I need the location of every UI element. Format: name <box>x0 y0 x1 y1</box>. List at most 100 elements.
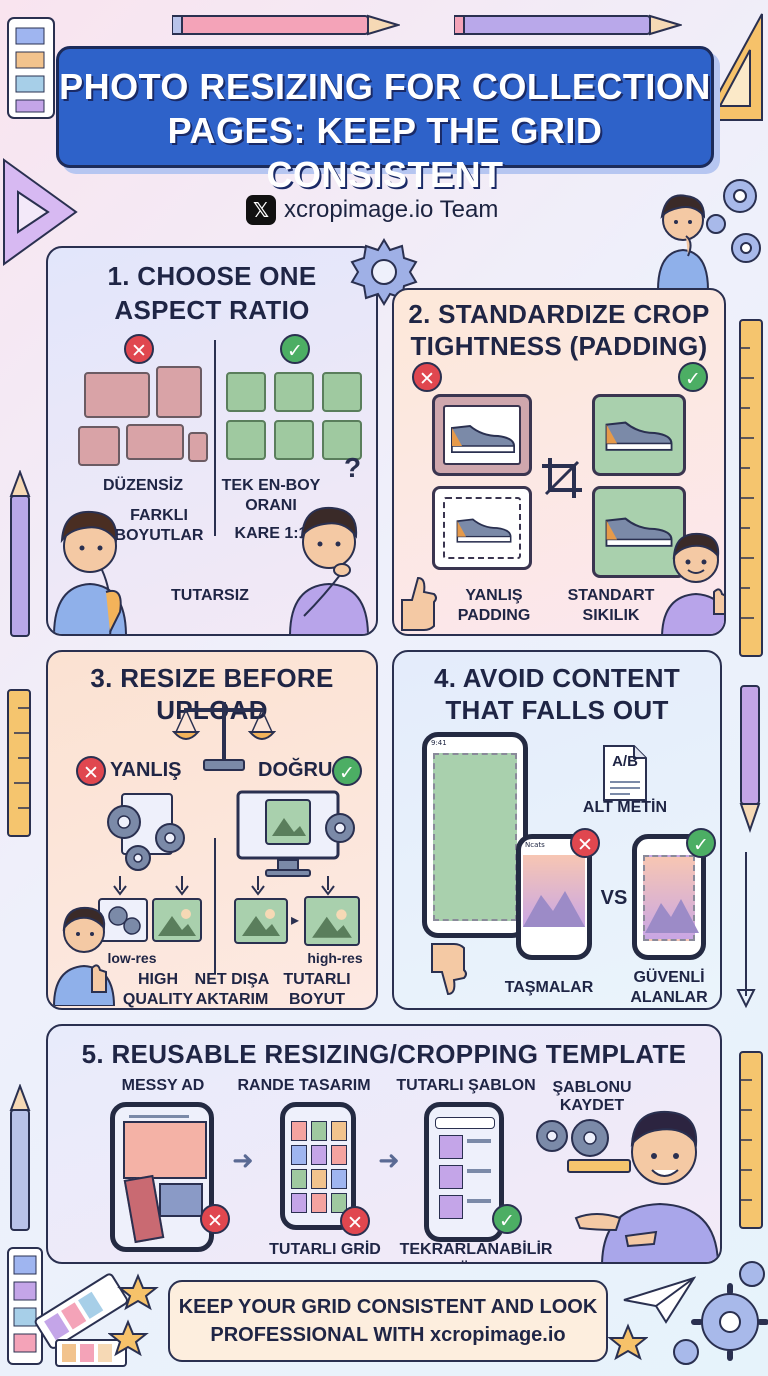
image-icon <box>312 909 352 938</box>
footer-banner: KEEP YOUR GRID CONSISTENT AND LOOK PROFE… <box>168 1280 608 1362</box>
panel-1-divider <box>214 340 216 536</box>
label-alt-metin: ALT METİN <box>582 799 668 816</box>
gear-icon <box>350 238 418 306</box>
arrows-down-icon <box>113 876 189 896</box>
label-tutarli: TUTARLI <box>283 971 351 988</box>
phone-mockup-safe <box>632 834 706 960</box>
label-farkli: FARKLI <box>130 507 188 524</box>
shoe-icon <box>456 518 512 543</box>
thinking-man-icon <box>52 906 116 1006</box>
decor-pencil-top-right-icon <box>454 14 682 36</box>
panel-crop-tightness: 2. STANDARDIZE CROP TIGHTNESS (PADDING) … <box>392 288 726 636</box>
decor-color-swatches-icon <box>7 17 55 119</box>
label-tekrarlanabilir-surec: TEKRARLANABİLİR SÜREÇ <box>399 1241 553 1262</box>
thinking-man-right-icon <box>289 506 369 634</box>
page-title-line-2: PAGES: KEEP THE GRID CONSISTENT <box>167 110 603 195</box>
decor-stars-right-icon <box>608 1323 648 1361</box>
wrong-x-icon: ✕ <box>340 1206 370 1236</box>
label-rande-tasarim: RANDE TASARIM <box>237 1077 371 1094</box>
presenting-man-icon <box>574 1110 719 1262</box>
decor-pencil-top-icon <box>172 14 400 36</box>
decor-stars-icon <box>108 1273 159 1357</box>
irregular-photo-box <box>78 426 120 466</box>
thinking-man-top-icon <box>656 194 710 290</box>
wrong-x-icon: ✕ <box>76 756 106 786</box>
phone-app-name: Ncats <box>525 841 545 849</box>
square-photo-box <box>226 372 266 412</box>
label-right: DOĞRU <box>258 759 333 781</box>
label-vs: VS <box>600 887 628 909</box>
square-photo-box <box>274 372 314 412</box>
label-guvenli: GÜVENLİ <box>633 969 705 986</box>
square-photo-box <box>322 372 362 412</box>
correct-check-icon: ✓ <box>332 756 362 786</box>
phone-mockup-large: 9:41 <box>422 732 528 938</box>
square-photo-box <box>322 420 362 460</box>
panel-reusable-template: 5. REUSABLE RESIZING/CROPPING TEMPLATE M… <box>46 1024 722 1264</box>
decor-triangle-ruler-icon <box>3 158 78 266</box>
panel-aspect-ratio: 1. CHOOSE ONE ASPECT RATIO ✕ ✓ DÜZENSİZ … <box>46 246 378 636</box>
label-sablonu: ŞABLONU <box>552 1079 632 1096</box>
label-sikilik: SIKILIK <box>582 607 640 624</box>
wrong-x-icon: ✕ <box>200 1204 230 1234</box>
image-icon <box>242 909 280 936</box>
label-kaydet: KAYDET <box>559 1097 625 1114</box>
phone-grid-design <box>280 1102 356 1230</box>
wrong-x-icon: ✕ <box>412 362 442 392</box>
panel-resize-before-upload: 3. RESIZE BEFORE UPLOAD ✕ YANLIŞ DOĞRU ✓… <box>46 650 378 1010</box>
decor-ruler-right-bottom-icon <box>739 1051 763 1229</box>
panel-avoid-content-falling-out: 4. AVOID CONTENT THAT FALLS OUT 9:41 A/B… <box>392 650 722 1010</box>
shoe-icon <box>605 517 673 547</box>
correct-check-icon: ✓ <box>280 334 310 364</box>
shoe-photo-padded <box>432 486 532 570</box>
label-low-res: low-res <box>107 950 157 966</box>
footer-line-1: KEEP YOUR GRID CONSISTENT AND LOOK <box>178 1296 598 1318</box>
arrow-right-icon: ➜ <box>378 1146 400 1176</box>
decor-set-square-icon <box>702 13 763 121</box>
thumbs-down-icon <box>431 943 467 996</box>
panel-3-divider <box>214 838 216 974</box>
safe-area <box>433 753 517 921</box>
label-tutarli-grid: TUTARLI GRİD <box>269 1241 381 1258</box>
shoe-icon <box>605 421 673 451</box>
panel-2-title-line-1: 2. STANDARDIZE CROP <box>408 299 710 329</box>
phone-consistent-template <box>424 1102 504 1242</box>
correct-check-icon: ✓ <box>686 828 716 858</box>
label-quality: QUALITY <box>122 991 194 1008</box>
thinking-man-left-icon <box>53 510 127 634</box>
label-aktarim: AKTARIM <box>195 991 269 1008</box>
wrong-x-icon: ✕ <box>570 828 600 858</box>
label-kare: KARE 1:1 <box>234 525 308 542</box>
decor-gears-bottom-icon <box>673 1261 768 1365</box>
decor-pencil-right-icon <box>739 685 761 834</box>
panel-2-title-line-2: TIGHTNESS (PADDING) <box>410 331 708 361</box>
label-wrong: YANLIŞ <box>110 759 182 781</box>
wrong-x-icon: ✕ <box>124 334 154 364</box>
label-high-res: high-res <box>307 950 363 966</box>
label-net-disa: NET DIŞA <box>194 971 270 988</box>
crop-tool-icon <box>542 458 582 498</box>
decor-arrow-right-icon <box>736 852 756 1009</box>
irregular-photo-box <box>84 372 150 418</box>
label-tasmalar: TAŞMALAR <box>504 979 594 996</box>
thumbs-up-icon <box>401 576 437 631</box>
decor-paper-plane-icon <box>623 1276 696 1324</box>
decor-ruler-left-icon <box>7 689 31 837</box>
arrows-down-icon <box>251 876 335 896</box>
gears-file-icon <box>107 793 185 871</box>
phone-messy-ad <box>110 1102 214 1252</box>
ab-label: A/B <box>612 753 638 770</box>
author-line: 𝕏 xcropimage.io Team <box>246 194 498 226</box>
search-bar <box>435 1117 495 1129</box>
panel-5-title: 5. REUSABLE RESIZING/CROPPING TEMPLATE <box>81 1039 687 1069</box>
label-high: HIGH <box>138 971 178 988</box>
label-alanlar: ALANLAR <box>630 989 708 1006</box>
label-orani: ORANI <box>245 497 297 514</box>
panel-1-title-line-2: ASPECT RATIO <box>114 295 310 325</box>
irregular-photo-box <box>156 366 202 418</box>
square-photo-box <box>226 420 266 460</box>
phone-mockup-overflow: Ncats <box>516 834 592 960</box>
shoe-icon <box>451 424 515 453</box>
label-messy-ad: MESSY AD <box>121 1077 205 1094</box>
label-boyutlar: BOYUTLAR <box>114 527 204 544</box>
